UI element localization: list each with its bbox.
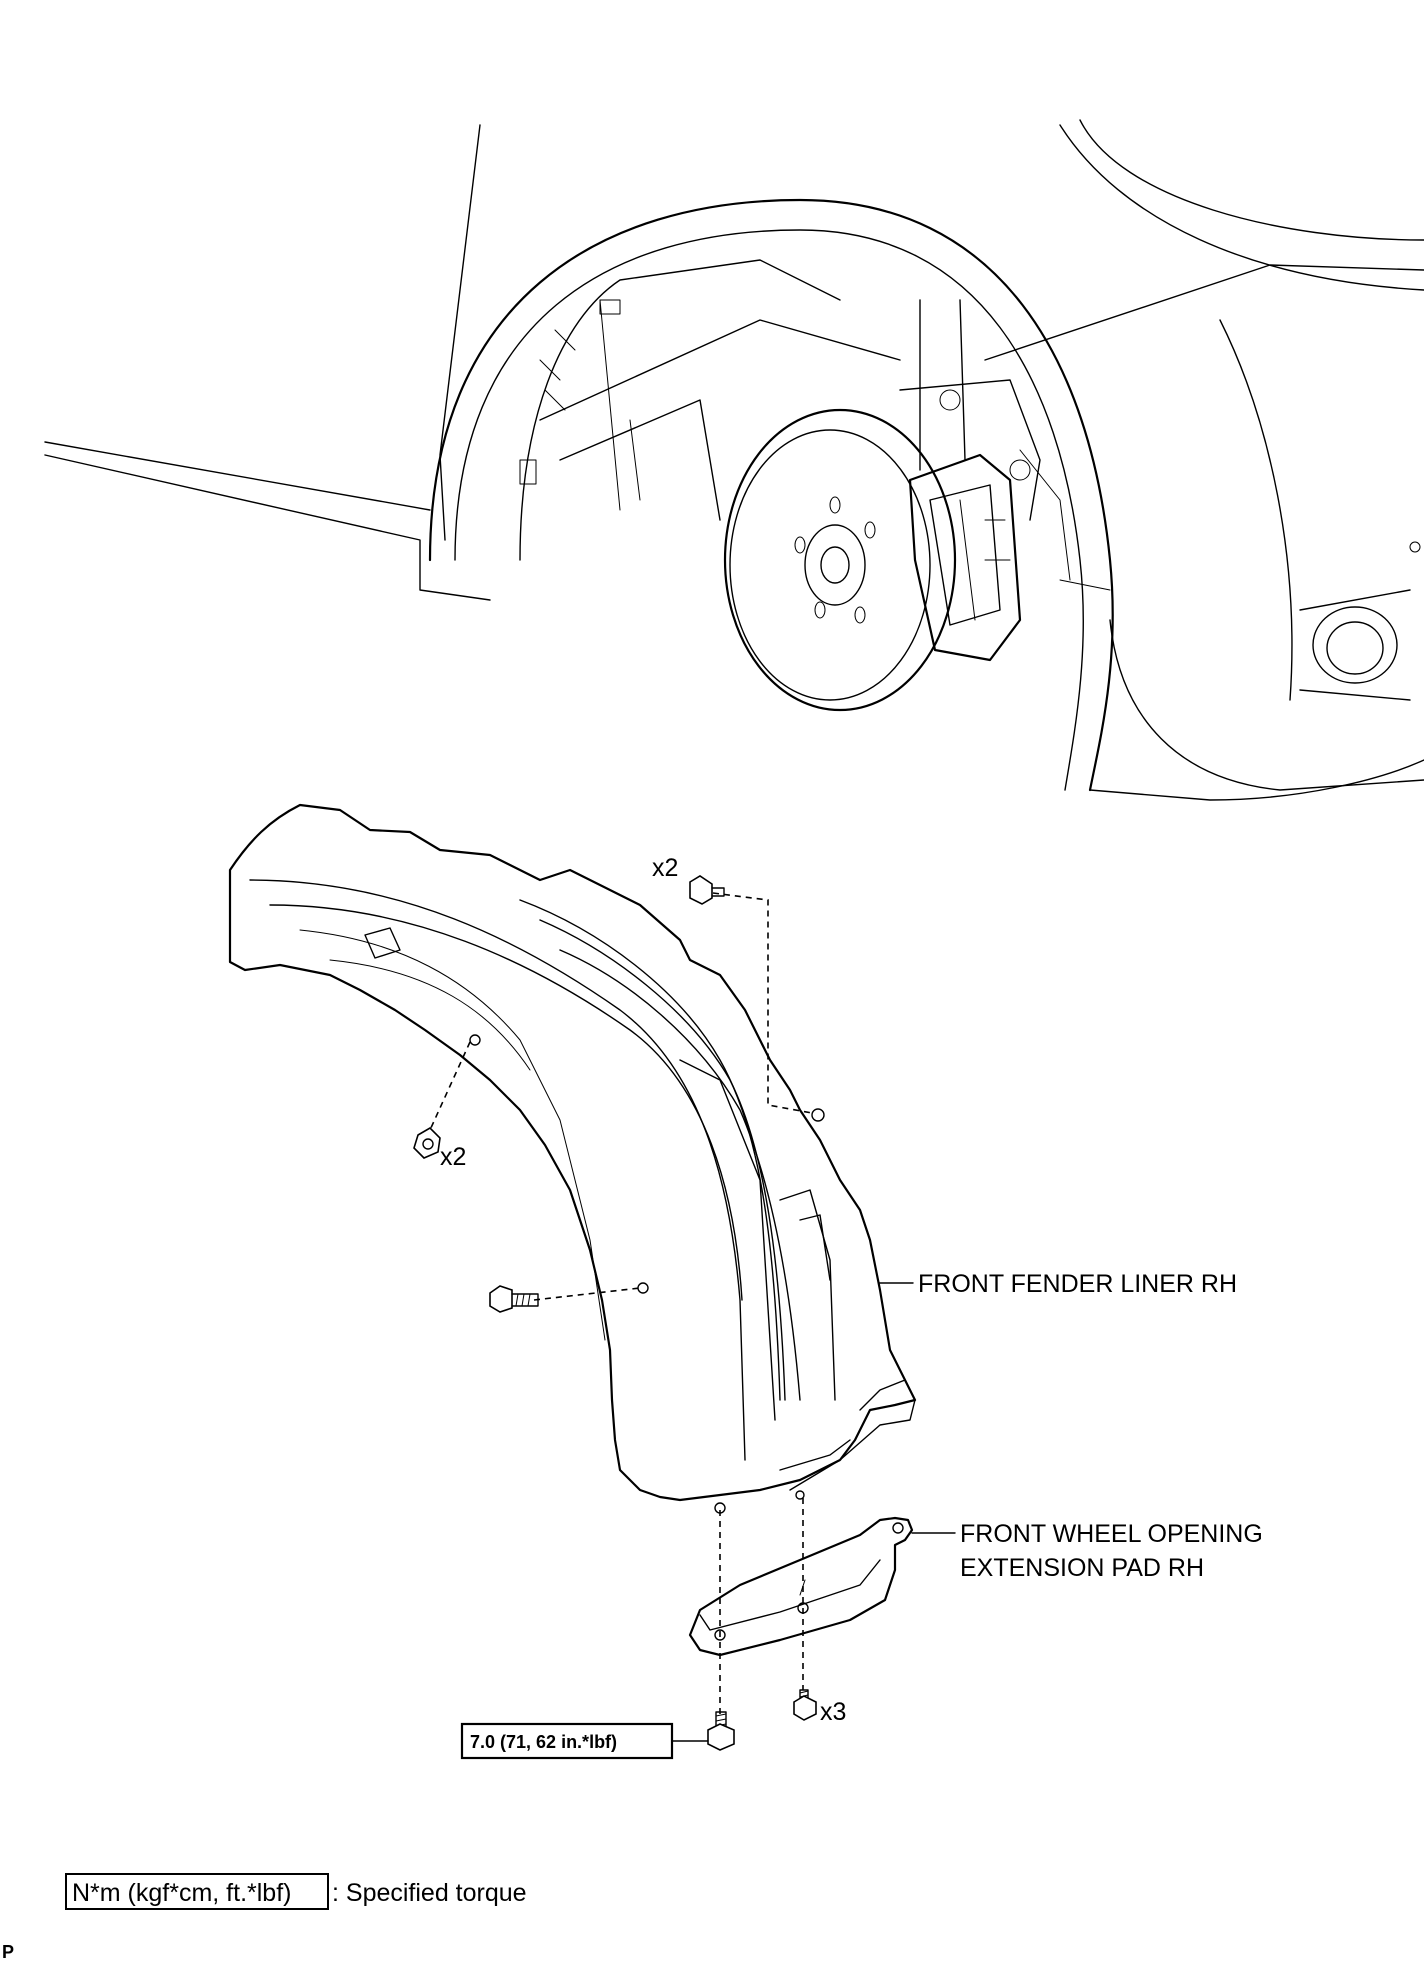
fasteners bbox=[413, 875, 817, 1751]
legend-box-text: N*m (kgf*cm, ft.*lbf) bbox=[72, 1879, 291, 1907]
torque-bolt-icon bbox=[707, 1711, 735, 1751]
torque-spec-value: 7.0 (71, 62 in.*lbf) bbox=[470, 1732, 617, 1752]
fender-liner-label: FRONT FENDER LINER RH bbox=[918, 1270, 1237, 1298]
extension-pad-label-line2: EXTENSION PAD RH bbox=[960, 1554, 1204, 1582]
extension-pad-part bbox=[688, 1516, 914, 1657]
pad-screw-count: x3 bbox=[820, 1698, 846, 1726]
legend: N*m (kgf*cm, ft.*lbf) : Specified torque bbox=[65, 1873, 527, 1910]
extension-pad-label-line1: FRONT WHEEL OPENING bbox=[960, 1520, 1263, 1548]
torque-spec-box: 7.0 (71, 62 in.*lbf) bbox=[460, 1722, 709, 1760]
corner-mark: P bbox=[2, 1942, 14, 1962]
upper-clip-icon bbox=[689, 875, 725, 905]
left-clip-count: x2 bbox=[440, 1143, 466, 1171]
side-bolt-icon bbox=[489, 1285, 539, 1313]
legend-description: : Specified torque bbox=[332, 1879, 527, 1907]
front-fender-liner-part bbox=[228, 803, 917, 1514]
left-clip-icon bbox=[413, 1126, 441, 1159]
vehicle-illustration bbox=[44, 119, 1424, 801]
alignment-lines bbox=[429, 892, 813, 1718]
pad-screw-icon bbox=[793, 1689, 817, 1721]
upper-clip-count: x2 bbox=[652, 854, 678, 882]
